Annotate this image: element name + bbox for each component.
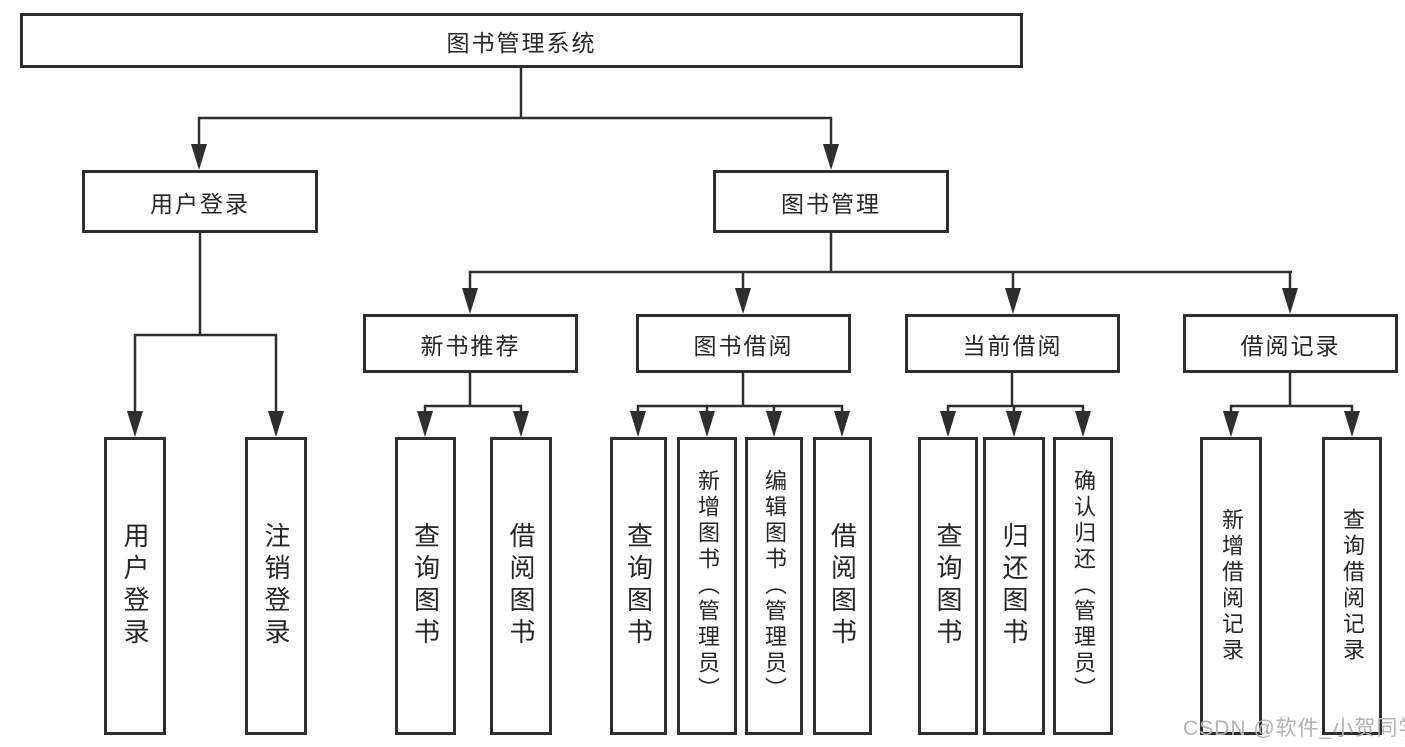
leaf-query-book-recommend: 查询图书 <box>395 437 456 735</box>
connector-bookmgmt-to-level3 <box>462 233 1298 314</box>
leaf-label: 查询图书 <box>410 522 441 650</box>
leaf-label: 借阅图书 <box>827 522 858 650</box>
node-label: 图书管理系统 <box>446 29 597 56</box>
leaf-query-borrow-record: 查询借阅记录 <box>1322 437 1382 735</box>
node-user-login: 用户登录 <box>82 170 318 233</box>
connector-root-to-level2 <box>191 68 839 170</box>
leaf-label: 注销登录 <box>261 522 291 650</box>
node-borrow-record: 借阅记录 <box>1183 314 1398 373</box>
leaf-add-borrow-record: 新增借阅记录 <box>1200 437 1262 735</box>
leaf-user-login: 用户登录 <box>104 437 166 735</box>
leaf-query-book-borrow: 查询图书 <box>610 437 667 735</box>
leaf-query-book-current: 查询图书 <box>918 437 978 735</box>
leaf-borrow-book-recommend: 借阅图书 <box>490 437 552 735</box>
leaf-label: 查询借阅记录 <box>1340 508 1365 664</box>
node-label: 图书借阅 <box>693 332 794 359</box>
leaf-label: 新增图书（管理员） <box>695 469 720 703</box>
leaf-label: 借阅图书 <box>506 522 536 650</box>
leaf-borrow-book: 借阅图书 <box>813 437 872 735</box>
connector-newbook-to-leaves <box>417 373 529 437</box>
leaf-logout: 注销登录 <box>245 437 307 735</box>
connector-bookborrow-to-leaves <box>630 373 850 437</box>
connector-currentborrow-to-leaves <box>940 373 1091 437</box>
connector-borrowrecord-to-leaves <box>1223 373 1360 437</box>
leaf-edit-book-admin: 编辑图书（管理员） <box>745 437 803 735</box>
csdn-watermark: CSDN @软件_小贺同学 <box>1183 717 1405 740</box>
node-library-management-system: 图书管理系统 <box>20 13 1023 68</box>
leaf-label: 确认归还（管理员） <box>1071 469 1096 703</box>
leaf-label: 新增借阅记录 <box>1219 508 1244 664</box>
leaf-confirm-return-admin: 确认归还（管理员） <box>1053 437 1113 735</box>
leaf-add-book-admin: 新增图书（管理员） <box>677 437 737 735</box>
leaf-label: 查询图书 <box>623 522 654 650</box>
node-current-borrow: 当前借阅 <box>905 314 1120 373</box>
node-label: 借阅记录 <box>1240 332 1341 359</box>
leaf-label: 用户登录 <box>120 522 150 650</box>
node-book-borrow: 图书借阅 <box>636 314 851 373</box>
leaf-label: 查询图书 <box>933 522 963 650</box>
leaf-label: 归还图书 <box>999 522 1029 650</box>
node-label: 用户登录 <box>150 190 250 217</box>
node-label: 当前借阅 <box>962 332 1063 359</box>
leaf-return-book: 归还图书 <box>983 437 1045 735</box>
node-new-book-recommend: 新书推荐 <box>363 314 578 373</box>
node-label: 图书管理 <box>781 190 881 217</box>
node-label: 新书推荐 <box>420 332 521 359</box>
connector-userlogin-to-leaves <box>127 233 284 437</box>
node-book-management: 图书管理 <box>713 170 949 233</box>
leaf-label: 编辑图书（管理员） <box>762 469 787 703</box>
